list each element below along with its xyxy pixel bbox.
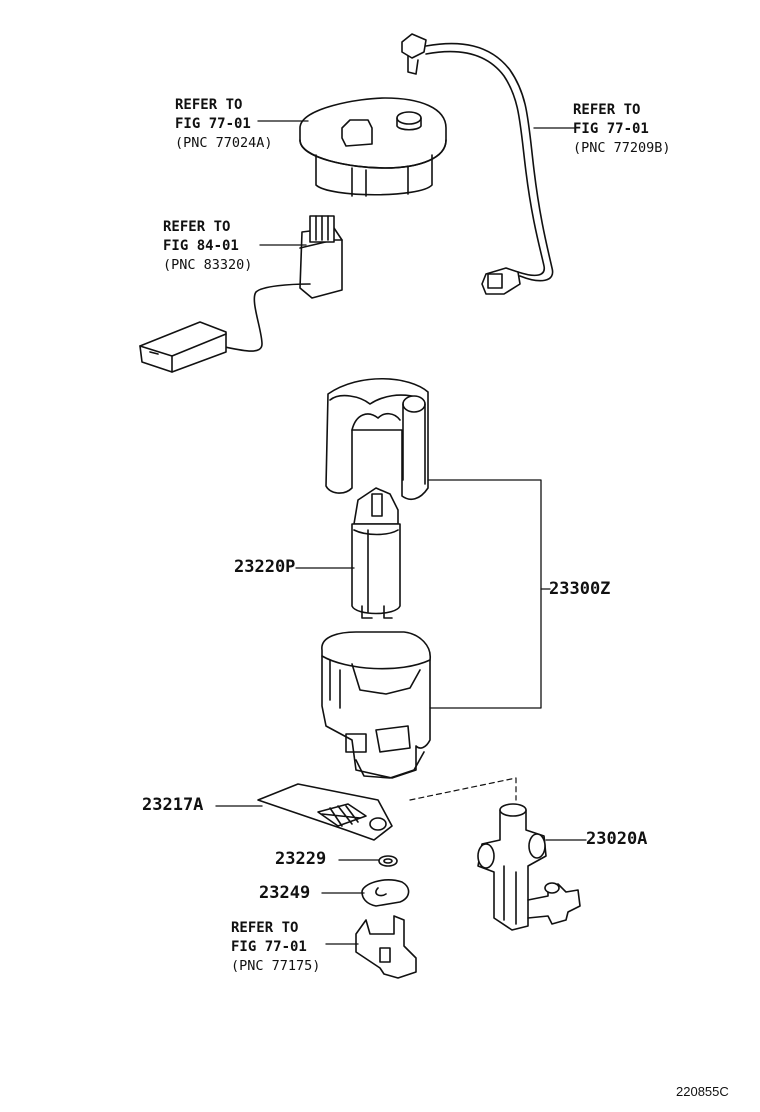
reference-pnc: (PNC 77209B) <box>573 140 671 156</box>
reference-figure: FIG 77-01 <box>175 116 251 132</box>
reference-pnc: (PNC 77024A) <box>175 135 273 151</box>
reference-callout-sensor-harness: REFER TO FIG 77-01 (PNC 77209B) <box>573 101 671 158</box>
leader-lines <box>215 120 587 945</box>
part-label-fuel-pump[interactable]: 23220P <box>234 557 296 577</box>
reference-figure: FIG 77-01 <box>231 939 307 955</box>
figure-code: 220855C <box>676 1084 729 1099</box>
reference-refer-to: REFER TO <box>573 102 641 118</box>
clip-illustration <box>361 879 410 907</box>
reference-callout-fuel-sender: REFER TO FIG 84-01 (PNC 83320) <box>163 218 252 275</box>
reference-figure: FIG 84-01 <box>163 238 239 254</box>
reference-refer-to: REFER TO <box>163 219 231 235</box>
part-label-fuel-valve[interactable]: 23020A <box>586 829 648 849</box>
fuel-valve-illustration <box>477 803 581 931</box>
reference-callout-sender-cap: REFER TO FIG 77-01 (PNC 77024A) <box>175 96 273 153</box>
strainer-illustration <box>257 783 393 841</box>
reference-figure: FIG 77-01 <box>573 121 649 137</box>
sensor-harness-illustration <box>401 33 554 295</box>
part-label-strainer[interactable]: 23217A <box>142 795 204 815</box>
fuel-pump-illustration <box>351 487 401 619</box>
reference-callout-retainer: REFER TO FIG 77-01 (PNC 77175) <box>231 919 320 976</box>
part-label-pump-assembly[interactable]: 23300Z <box>549 579 611 599</box>
pump-housing-lower-illustration <box>321 631 431 779</box>
reference-pnc: (PNC 77175) <box>231 958 321 974</box>
part-label-clip[interactable]: 23249 <box>259 883 311 903</box>
sender-cap-illustration <box>299 97 447 197</box>
reference-refer-to: REFER TO <box>175 97 243 113</box>
part-label-washer[interactable]: 23229 <box>275 849 327 869</box>
reference-refer-to: REFER TO <box>231 920 299 936</box>
retainer-bracket-illustration <box>355 915 417 979</box>
reference-pnc: (PNC 83320) <box>163 257 253 273</box>
washer-illustration <box>378 855 398 867</box>
pump-housing-cap-illustration <box>325 378 429 501</box>
fuel-sender-illustration <box>139 215 343 373</box>
